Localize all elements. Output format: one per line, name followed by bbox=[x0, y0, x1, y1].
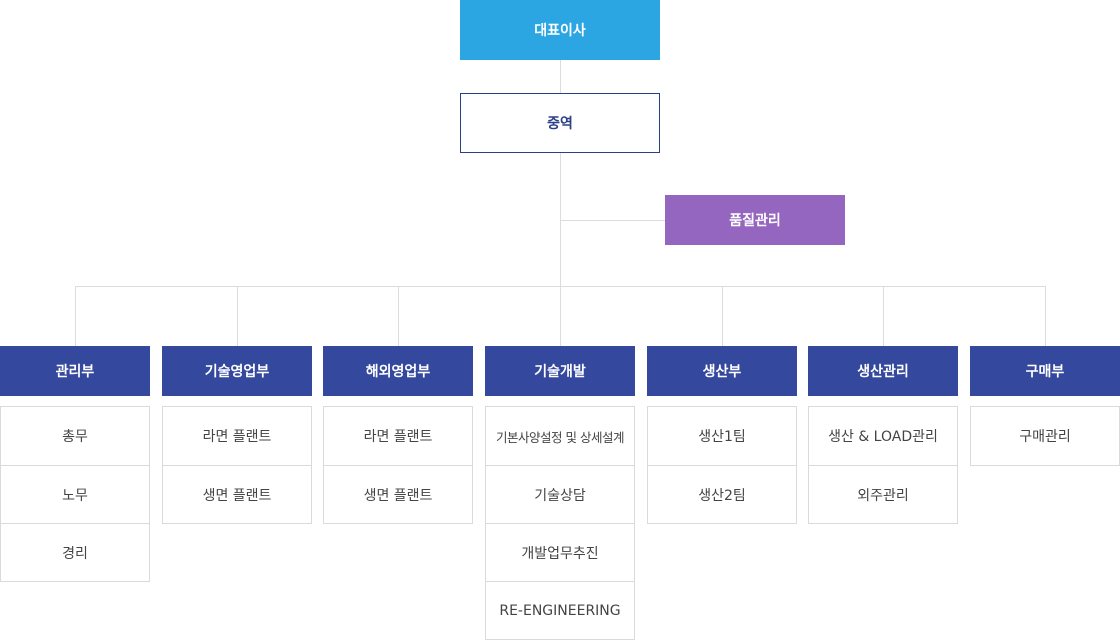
dept-management: 관리부 bbox=[0, 346, 150, 396]
subunit-item: 생면 플랜트 bbox=[162, 465, 312, 524]
subunit-item: 생면 플랜트 bbox=[323, 465, 473, 524]
tech-sales-subunits: 라면 플랜트 생면 플랜트 bbox=[162, 406, 312, 524]
dept-production-management: 생산관리 bbox=[808, 346, 958, 396]
production-subunits: 생산1팀 생산2팀 bbox=[647, 406, 797, 524]
subunit-item: 생산 & LOAD관리 bbox=[808, 406, 958, 466]
subunit-item: 경리 bbox=[0, 523, 150, 582]
subunit-item: RE-ENGINEERING bbox=[485, 581, 635, 640]
connector-drop bbox=[722, 286, 723, 346]
dept-overseas-sales: 해외영업부 bbox=[323, 346, 473, 396]
subunit-item: 기술상담 bbox=[485, 465, 635, 524]
connector-drop bbox=[398, 286, 399, 346]
connector-exec-branch bbox=[560, 153, 561, 286]
connector-drop bbox=[560, 286, 561, 346]
subunit-item: 라면 플랜트 bbox=[323, 406, 473, 466]
connector-drop bbox=[237, 286, 238, 346]
connector-drop bbox=[883, 286, 884, 346]
management-subunits: 총무 노무 경리 bbox=[0, 406, 150, 582]
quality-control-node: 품질관리 bbox=[665, 195, 845, 245]
subunit-item: 총무 bbox=[0, 406, 150, 466]
dept-tech-sales: 기술영업부 bbox=[162, 346, 312, 396]
subunit-item: 라면 플랜트 bbox=[162, 406, 312, 466]
connector-ceo-exec bbox=[560, 60, 561, 93]
purchasing-subunits: 구매관리 bbox=[970, 406, 1120, 466]
subunit-item: 생산1팀 bbox=[647, 406, 797, 466]
dept-production: 생산부 bbox=[647, 346, 797, 396]
connector-quality bbox=[560, 220, 665, 221]
dept-purchasing: 구매부 bbox=[970, 346, 1120, 396]
tech-development-subunits: 기본사양설정 및 상세설계 기술상담 개발업무추진 RE-ENGINEERING bbox=[485, 406, 635, 640]
executive-node: 중역 bbox=[460, 93, 660, 153]
ceo-node: 대표이사 bbox=[460, 0, 660, 60]
subunit-item: 외주관리 bbox=[808, 465, 958, 524]
dept-tech-development: 기술개발 bbox=[485, 346, 635, 396]
subunit-item: 기본사양설정 및 상세설계 bbox=[485, 406, 635, 466]
subunit-item: 생산2팀 bbox=[647, 465, 797, 524]
subunit-item: 구매관리 bbox=[970, 406, 1120, 466]
connector-drop bbox=[75, 286, 76, 346]
production-management-subunits: 생산 & LOAD관리 외주관리 bbox=[808, 406, 958, 524]
connector-drop bbox=[1045, 286, 1046, 346]
subunit-item: 개발업무추진 bbox=[485, 523, 635, 582]
subunit-item: 노무 bbox=[0, 465, 150, 524]
overseas-sales-subunits: 라면 플랜트 생면 플랜트 bbox=[323, 406, 473, 524]
